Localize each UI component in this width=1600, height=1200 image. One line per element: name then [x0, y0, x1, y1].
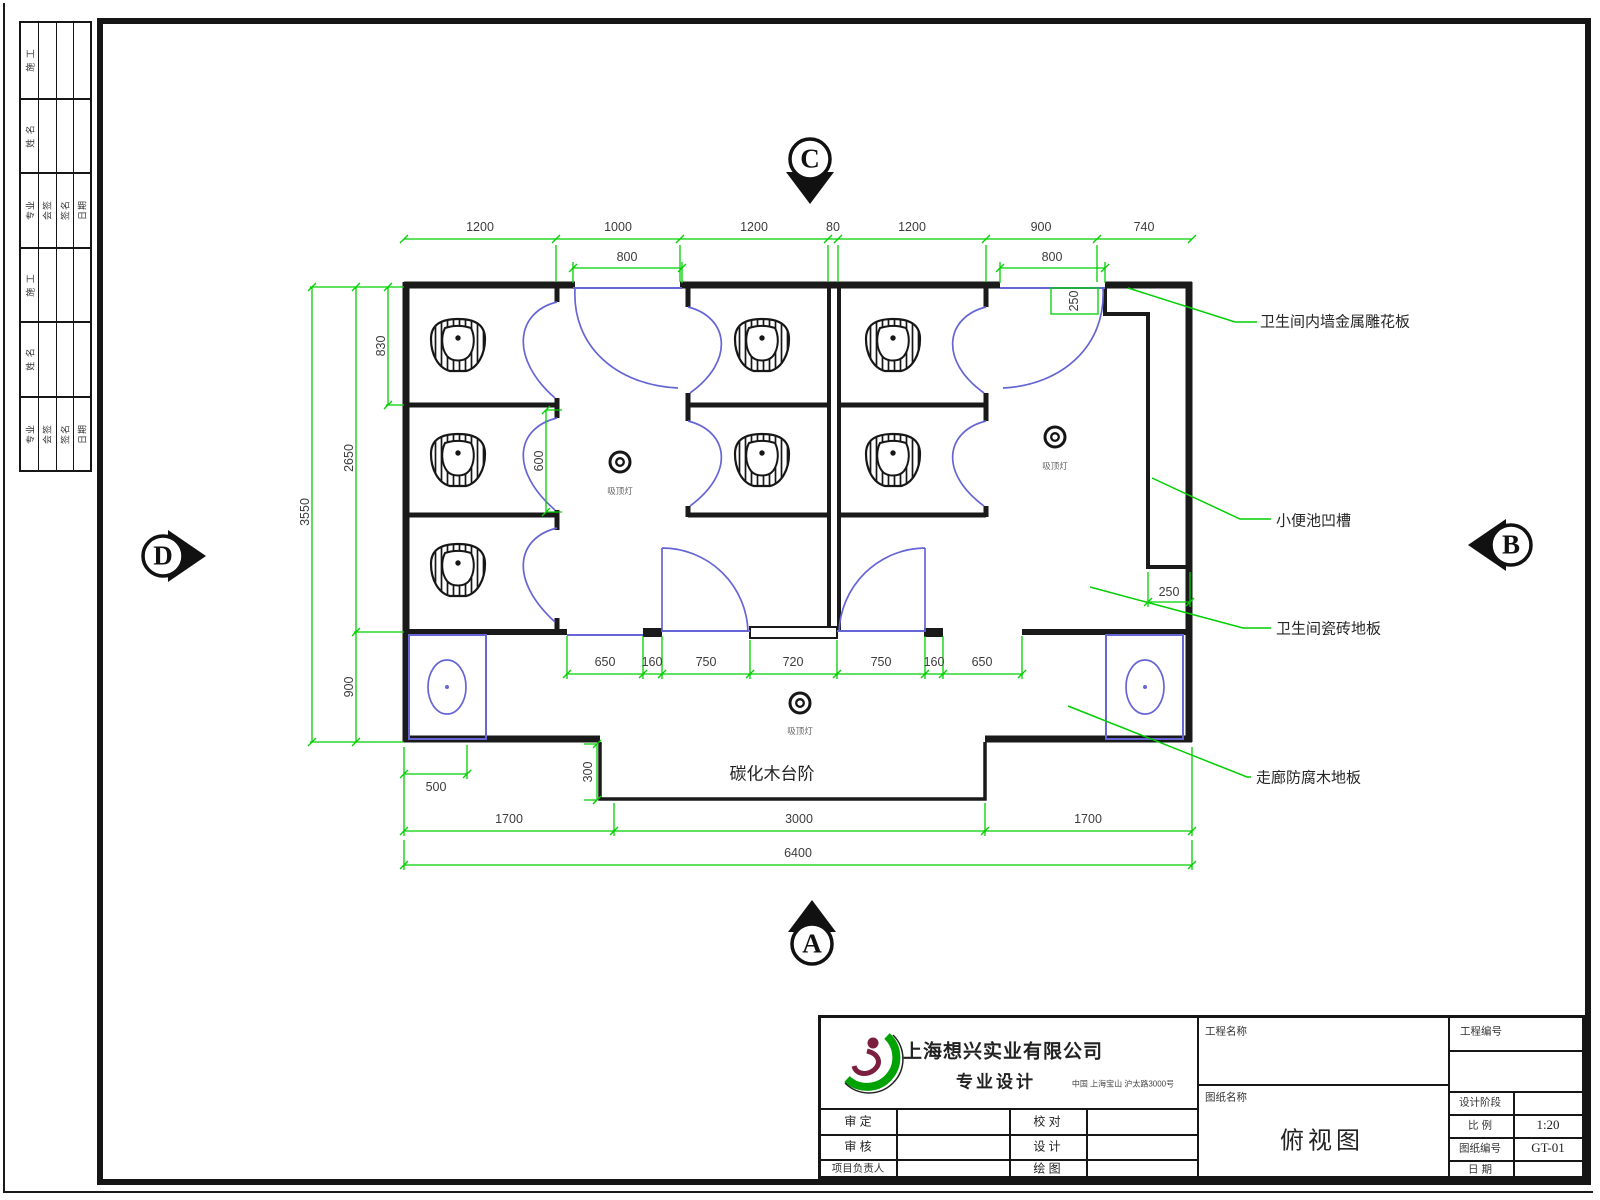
- dim-label: 900: [1030, 220, 1052, 234]
- field-project-no: 工程编号: [1460, 1025, 1502, 1038]
- compass-d: D: [153, 540, 173, 571]
- annotation-wood-floor: 走廊防腐木地板: [1256, 769, 1362, 787]
- dim-label: 3550: [298, 498, 312, 526]
- field-shending: 审 定: [844, 1114, 872, 1129]
- title-block: 上海想兴实业有限公司 专业设计 中国 上海宝山 沪太路3000号 审 定 审 核…: [818, 1015, 1585, 1179]
- company-name: 上海想兴实业有限公司: [902, 1041, 1104, 1063]
- signature-bar: 施 工 姓 名 专业 会签 签名 日期 施 工 姓 名 专业 会签 签名 日期: [19, 21, 92, 472]
- dim-label: 1000: [604, 220, 632, 234]
- dim-label: 750: [695, 655, 717, 669]
- signbar-label: 专业: [25, 200, 36, 221]
- dim-label: 80: [826, 220, 840, 234]
- dim-label: 740: [1133, 220, 1155, 234]
- signbar-label: 会签: [42, 423, 53, 444]
- signbar-label: 日期: [77, 423, 88, 444]
- dim-label: 1700: [1074, 812, 1102, 826]
- signbar-label: 施 工: [25, 272, 36, 297]
- dim-label: 1200: [898, 220, 926, 234]
- dim-label: 650: [971, 655, 993, 669]
- field-scale-label: 比 例: [1468, 1119, 1492, 1132]
- dim-label: 1700: [495, 812, 523, 826]
- signature-row: 施 工: [21, 23, 90, 98]
- signbar-label: 专业: [25, 423, 36, 444]
- field-no-value: GT-01: [1531, 1140, 1565, 1155]
- field-scale-value: 1:20: [1536, 1117, 1560, 1132]
- dim-label: 800: [1041, 250, 1063, 264]
- signbar-label: 签名: [60, 423, 71, 444]
- dim-label: 250: [1067, 290, 1081, 312]
- signbar-label: 会签: [42, 200, 53, 221]
- signature-row: 姓 名: [21, 321, 90, 396]
- ceiling-lamp-label: 吸顶灯: [787, 726, 813, 736]
- page-edge-line-bottom: [3, 1191, 1593, 1193]
- dim-label: 160: [923, 655, 945, 669]
- company-tagline: 专业设计: [956, 1072, 1036, 1092]
- signbar-label: 姓 名: [25, 347, 36, 372]
- dim-label: 1200: [466, 220, 494, 234]
- compass-c: C: [800, 143, 820, 174]
- dim-label: 830: [374, 335, 388, 357]
- field-huitu: 绘 图: [1033, 1161, 1061, 1176]
- signbar-label: 日期: [77, 200, 88, 221]
- field-date-label: 日 期: [1468, 1163, 1492, 1176]
- compass-b: B: [1501, 529, 1521, 560]
- field-no-label: 图纸编号: [1459, 1142, 1501, 1155]
- signbar-label: 签名: [60, 200, 71, 221]
- dim-label: 2650: [342, 444, 356, 472]
- signature-row: 姓 名: [21, 97, 90, 172]
- page-edge-line: [3, 3, 5, 1193]
- signbar-label: 姓 名: [25, 123, 36, 148]
- field-sheet-name: 图纸名称: [1205, 1091, 1247, 1104]
- annotation-urinal: 小便池凹槽: [1276, 512, 1352, 530]
- field-project-name: 工程名称: [1205, 1025, 1247, 1038]
- dim-label: 750: [870, 655, 892, 669]
- dim-label: 900: [342, 676, 356, 698]
- step-label: 碳化木台阶: [729, 764, 815, 784]
- dim-label: 500: [425, 780, 447, 794]
- dim-label: 600: [532, 450, 546, 472]
- company-address: 中国 上海宝山 沪太路3000号: [1071, 1079, 1175, 1089]
- dim-label: 160: [641, 655, 663, 669]
- signbar-label: 施 工: [25, 48, 36, 73]
- field-stage: 设计阶段: [1459, 1096, 1501, 1109]
- dim-label: 1200: [740, 220, 768, 234]
- field-shenhe: 审 核: [844, 1139, 872, 1154]
- annotation-tile-floor: 卫生间瓷砖地板: [1276, 620, 1382, 638]
- compass-a: A: [802, 928, 822, 959]
- field-xiangmu: 项目负责人: [831, 1162, 885, 1175]
- dim-label: 800: [616, 250, 638, 264]
- dim-label: 3000: [785, 812, 813, 826]
- annotation-wall-panel: 卫生间内墙金属雕花板: [1260, 313, 1411, 331]
- signature-row: 专业 会签 签名 日期: [21, 395, 90, 470]
- signature-row: 专业 会签 签名 日期: [21, 172, 90, 247]
- dim-label: 720: [782, 655, 804, 669]
- signature-row: 施 工: [21, 246, 90, 321]
- field-jiaodui: 校 对: [1033, 1114, 1061, 1129]
- ceiling-lamp-label: 吸顶灯: [607, 486, 633, 496]
- company-logo: [844, 1033, 904, 1094]
- ceiling-lamp-label: 吸顶灯: [1042, 461, 1068, 471]
- dim-label: 6400: [784, 846, 812, 860]
- dim-label: 300: [581, 761, 595, 783]
- dim-label: 250: [1158, 585, 1180, 599]
- drawing-frame: [97, 18, 1591, 1185]
- dim-label: 650: [594, 655, 616, 669]
- drawing-title: 俯视图: [1280, 1128, 1364, 1155]
- field-sheji: 设 计: [1033, 1139, 1061, 1154]
